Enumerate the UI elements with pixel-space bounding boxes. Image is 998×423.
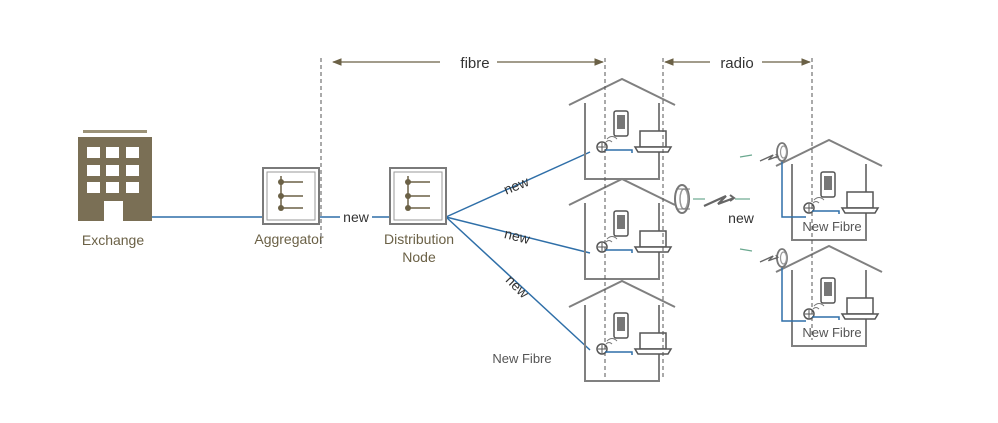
building-icon [78,130,152,221]
aggregator-label: Aggregator [254,231,324,247]
new-label: new [343,209,370,225]
new-fibre-label: New Fibre [492,351,551,366]
distribution-label-line2: Node [402,249,436,265]
switch-icon [262,167,320,225]
dish-icon [674,184,691,214]
radio-link [739,248,753,252]
new-label: new [501,173,532,198]
new-fibre-label: New Fibre [802,219,861,234]
radio-label: radio [720,55,753,72]
fibre-label: fibre [460,55,489,72]
dish-icon [776,248,788,268]
distribution-label-line1: Distribution [384,231,454,247]
radio-link [739,154,753,158]
house-icon [568,280,676,382]
new-label: new [503,272,533,302]
lightning-icon [702,193,736,208]
fibre-links [152,151,591,351]
boundary-lines [320,58,813,380]
exchange-label: Exchange [82,232,144,248]
fibre-drop [781,155,806,218]
house-icon [568,178,676,280]
lightning-icon [759,254,779,263]
house-icon [568,78,676,180]
dish-icon [776,142,788,162]
new-fibre-label: New Fibre [802,325,861,340]
fibre-drop [781,261,806,322]
new-label: new [503,225,533,247]
switch-icon [389,167,447,225]
new-label: new [728,210,755,226]
lightning-icon [759,153,779,162]
